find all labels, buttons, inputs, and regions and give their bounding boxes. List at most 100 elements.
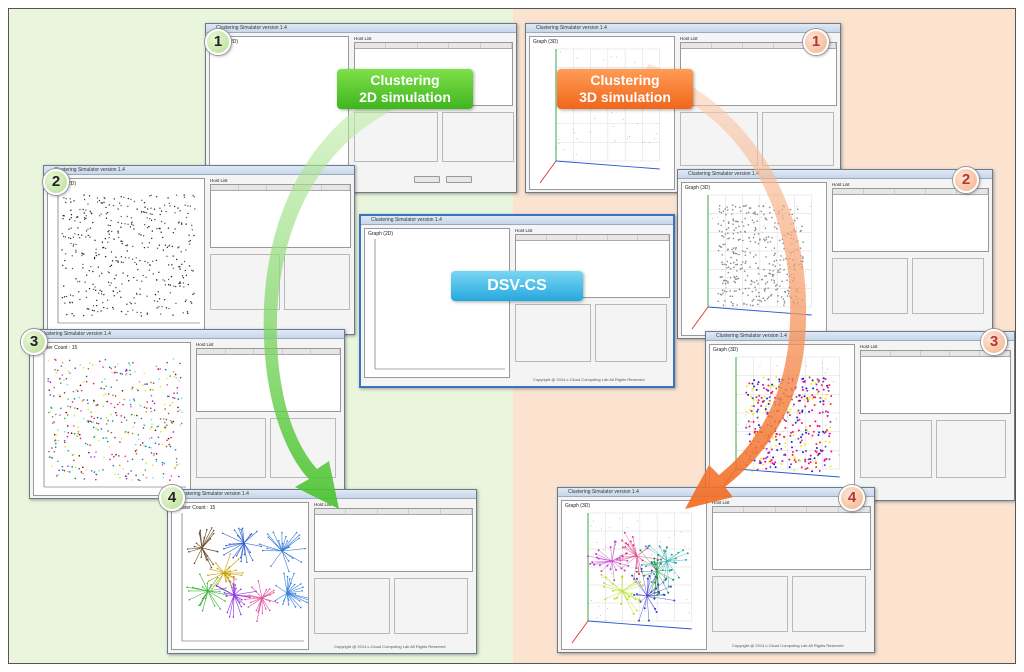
cube-cluster-plot: [571, 512, 692, 644]
data-point: [786, 295, 789, 297]
data-point: [733, 229, 735, 232]
data-point: [794, 421, 797, 424]
data-point: [800, 466, 803, 469]
host-list-table[interactable]: [832, 188, 989, 252]
data-point: [149, 217, 151, 220]
data-point: [138, 438, 140, 441]
grid-dot: [822, 367, 824, 369]
data-point: [191, 229, 193, 231]
data-point: [153, 402, 156, 405]
data-point: [778, 383, 781, 386]
data-point: [82, 399, 85, 401]
data-point: [822, 403, 825, 406]
host-panel: Host List: [860, 344, 1011, 497]
data-point: [133, 414, 136, 417]
data-point: [172, 267, 175, 269]
data-point: [176, 464, 178, 466]
cluster-point: [604, 576, 607, 579]
cluster-point: [665, 546, 668, 549]
cluster-edge: [646, 576, 656, 597]
data-point: [738, 206, 741, 209]
data-point: [762, 457, 765, 460]
data-point: [723, 279, 726, 282]
data-point: [93, 400, 95, 403]
data-point: [763, 426, 766, 429]
data-point: [726, 209, 729, 211]
dsv-cs-label: DSV-CS: [451, 271, 583, 301]
data-point: [154, 442, 157, 444]
data-point: [104, 378, 106, 380]
data-point: [184, 300, 187, 303]
data-point: [773, 254, 775, 257]
data-point: [771, 216, 773, 219]
data-point: [130, 405, 132, 408]
cluster-point: [206, 528, 208, 531]
data-point: [763, 288, 766, 291]
data-point: [751, 470, 754, 473]
data-point: [160, 220, 163, 223]
data-point: [111, 260, 114, 262]
data-point: [96, 422, 98, 425]
data-point: [783, 247, 785, 250]
data-point: [754, 254, 757, 256]
data-point: [756, 279, 758, 282]
data-point: [143, 406, 146, 409]
data-point: [753, 212, 755, 215]
cluster-edge: [646, 586, 671, 597]
data-point: [111, 306, 114, 309]
data-point: [784, 290, 786, 293]
cluster-edge: [281, 550, 290, 572]
data-point: [136, 279, 138, 282]
data-point: [94, 435, 97, 437]
host-list-table[interactable]: [860, 350, 1011, 414]
data-point: [717, 249, 720, 252]
data-point: [159, 386, 162, 388]
data-point: [733, 290, 736, 292]
data-point: [135, 452, 138, 455]
cluster-edge: [646, 584, 659, 597]
cluster-point: [256, 620, 258, 622]
grid-dot: [790, 276, 792, 278]
data-point: [51, 447, 53, 449]
grid-dot: [768, 406, 770, 408]
data-point: [817, 452, 820, 455]
data-point: [145, 445, 147, 448]
cluster-point: [209, 537, 212, 540]
data-point: [788, 290, 790, 293]
data-point: [164, 421, 166, 424]
cluster-point: [285, 535, 287, 538]
data-point: [92, 426, 95, 429]
data-point: [733, 261, 735, 264]
data-point: [65, 197, 67, 200]
data-point: [746, 274, 749, 277]
data-point: [732, 223, 734, 225]
data-point: [130, 413, 133, 416]
data-point: [120, 215, 122, 218]
host-list-table[interactable]: [196, 348, 341, 412]
start-button[interactable]: [414, 176, 440, 183]
cluster-point: [235, 554, 238, 557]
window-3d-step4: Clustering Simulator version 1.4 Graph (…: [557, 487, 875, 653]
cluster-point: [639, 549, 642, 552]
window-3d-step3: Clustering Simulator version 1.4 Graph (…: [705, 331, 1015, 501]
host-list-table[interactable]: [712, 506, 871, 570]
data-point: [764, 408, 767, 411]
host-list-table[interactable]: [314, 508, 473, 572]
data-point: [736, 304, 738, 306]
data-point: [53, 450, 56, 453]
cluster-edge: [666, 560, 680, 578]
data-point: [815, 451, 818, 454]
data-point: [116, 379, 118, 382]
data-point: [721, 234, 723, 237]
host-list-table[interactable]: [210, 184, 351, 248]
data-point: [181, 275, 184, 277]
data-point: [54, 446, 57, 448]
data-point: [88, 269, 90, 272]
cluster-edge: [666, 559, 687, 562]
cluster-edge: [604, 590, 623, 600]
data-point: [770, 279, 773, 281]
stop-button[interactable]: [446, 176, 472, 183]
data-point: [765, 256, 767, 258]
data-point: [760, 300, 763, 303]
data-point: [754, 229, 756, 232]
